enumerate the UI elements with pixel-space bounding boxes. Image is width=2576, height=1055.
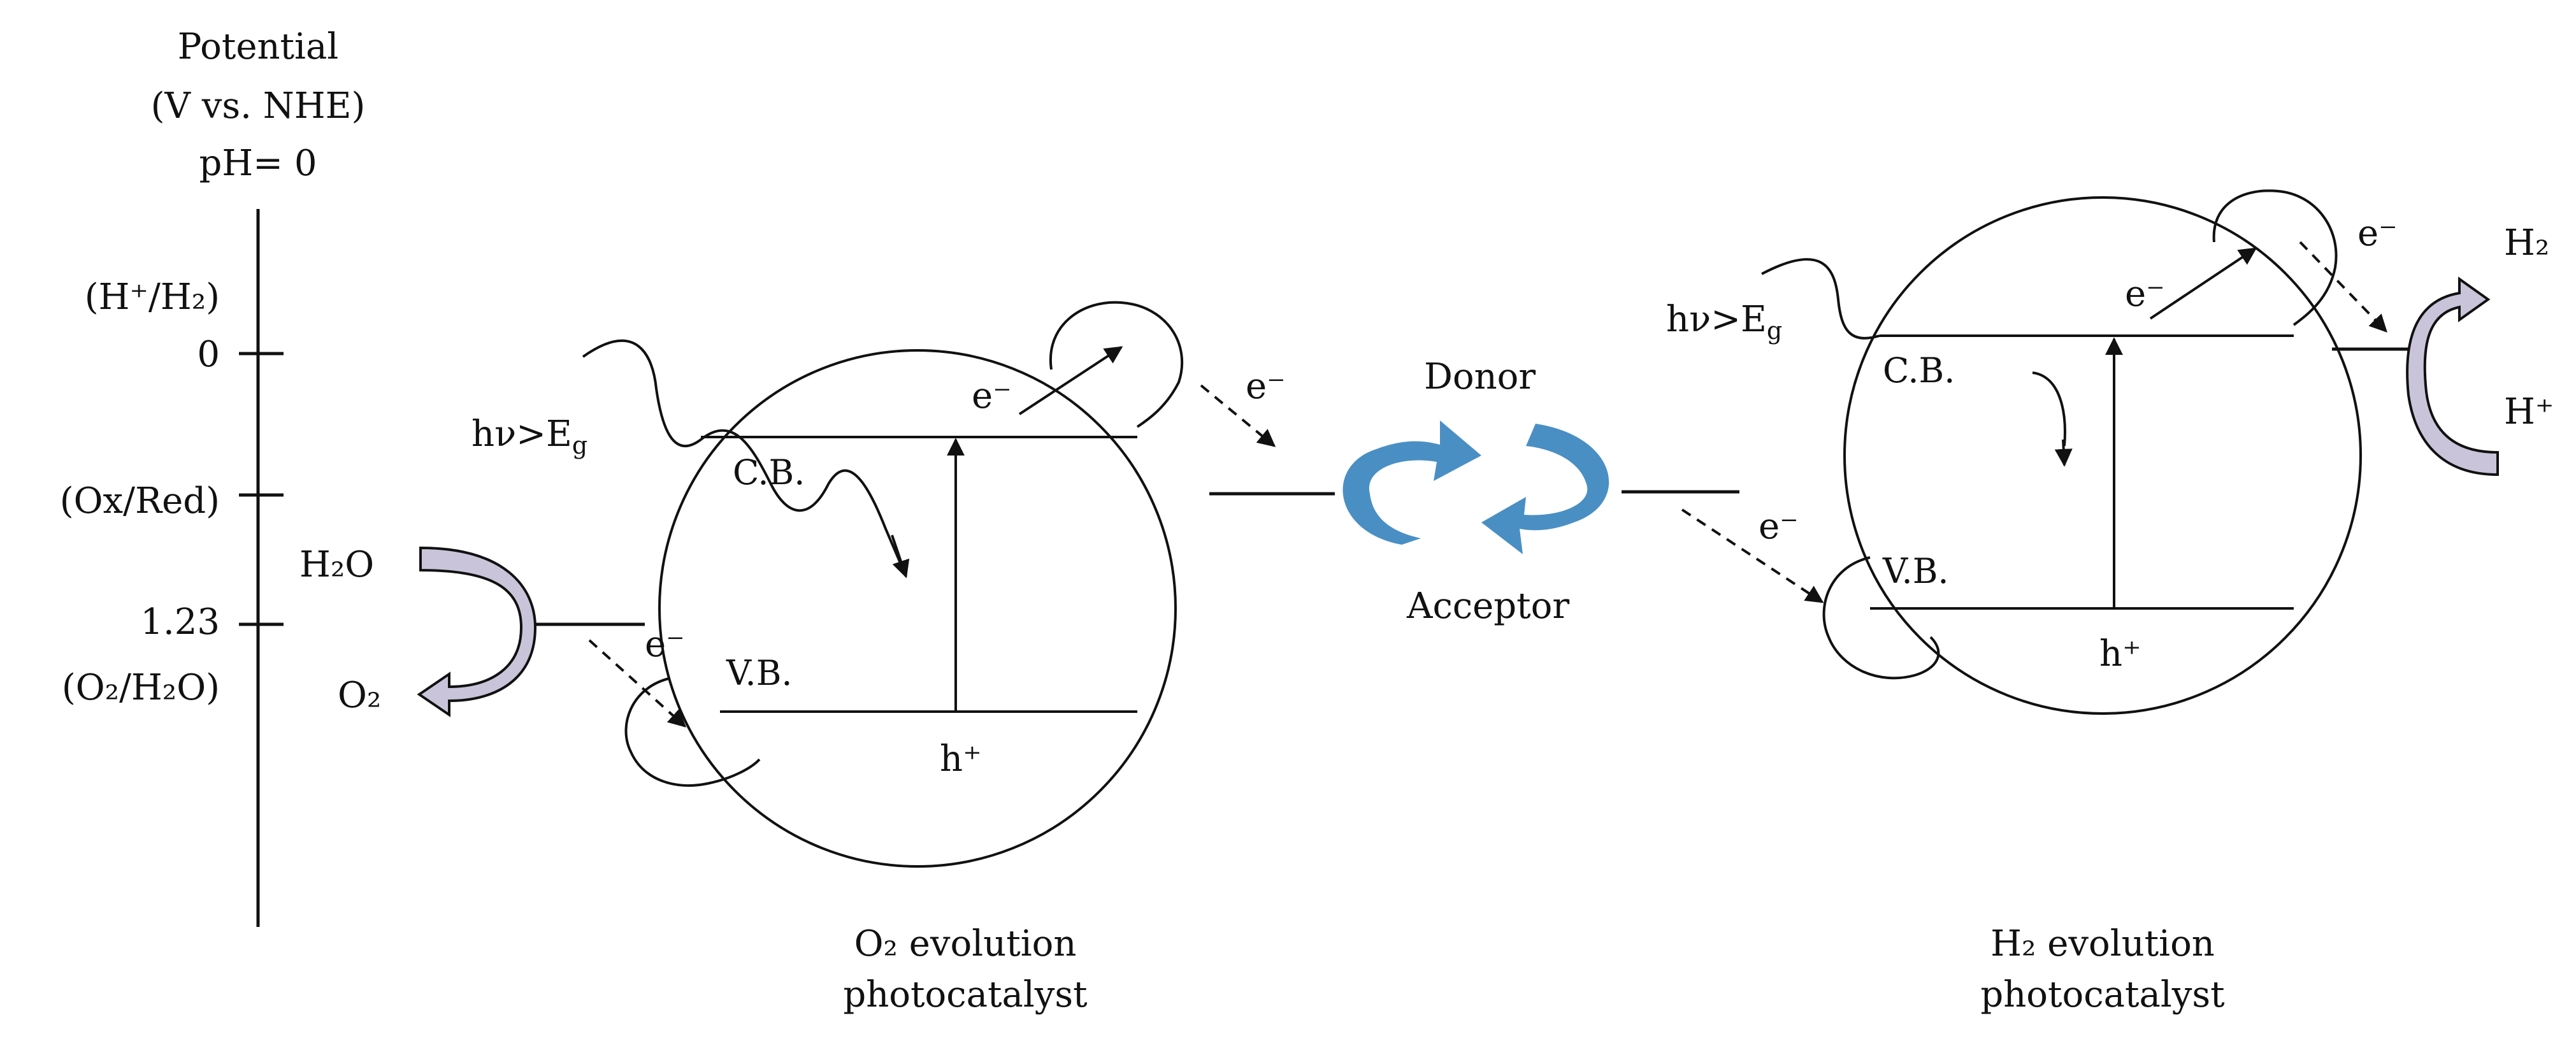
- h-couple-label: (H⁺/H₂): [85, 276, 220, 318]
- potential-axis-ph: pH= 0: [199, 143, 317, 184]
- h2-catalyst-caption-line2: photocatalyst: [1980, 974, 2225, 1016]
- acceptor-cycle-arrow: [1481, 424, 1609, 554]
- o2-catalyst-upper-cocatalyst: [1049, 301, 1184, 428]
- h2-catalyst-caption-line1: H₂ evolution: [1990, 923, 2215, 965]
- potential-axis-title: Potential: [178, 26, 339, 68]
- o2-couple-label: (O₂/H₂O): [62, 667, 220, 708]
- o2-catalyst-caption-line1: O₂ evolution: [854, 923, 1077, 965]
- redox-mediator-cycle: [1342, 420, 1739, 554]
- h2-catalyst-upper-cocatalyst: [2212, 189, 2338, 326]
- h2-catalyst-transfer-electron-label: e⁻: [1759, 506, 1799, 547]
- o2-catalyst: [417, 301, 1335, 868]
- o2-catalyst-hole-label: h⁺: [940, 738, 982, 780]
- donor-label: Donor: [1424, 356, 1536, 398]
- hydrogen-evolution-arrow: [2406, 276, 2499, 477]
- h2-catalyst-electron-to-cocatalyst-arrow: [2149, 247, 2257, 320]
- o2-catalyst-lower-cocatalyst: [624, 677, 761, 787]
- potential-axis: [239, 209, 284, 927]
- o2-catalyst-electron-to-cocatalyst-arrow: [1018, 346, 1123, 415]
- h2-catalyst-hole-label: h⁺: [2099, 633, 2141, 675]
- zero-potential-label: 0: [197, 334, 220, 375]
- o2-catalyst-cb-electron-transfer-arrow: [1200, 384, 1276, 447]
- h2-catalyst-cocatalyst-electron-label: e⁻: [2357, 213, 2398, 254]
- o2-potential-label: 1.23: [140, 601, 220, 643]
- h2-catalyst-relaxation-curve: [2032, 371, 2066, 447]
- donor-cycle-arrow: [1342, 420, 1481, 545]
- o2-catalyst-electron-label: e⁻: [972, 375, 1012, 417]
- h2-catalyst-photon-wave: [1761, 258, 1880, 340]
- o2-catalyst-transfer-electron-label: e⁻: [1246, 366, 1286, 407]
- o2-catalyst-relaxation-arrow: [891, 535, 910, 578]
- o2-catalyst-photon-wave: [582, 340, 906, 574]
- o2-catalyst-cb-label: C.B.: [733, 452, 805, 492]
- o2-catalyst-particle: [658, 349, 1177, 868]
- h2-catalyst: [1681, 189, 2499, 715]
- oxygen-label: O₂: [338, 675, 381, 716]
- o2-catalyst-vb-electron-label: e⁻: [645, 624, 685, 665]
- potential-axis-unit: (V vs. NHE): [151, 85, 366, 127]
- h2-catalyst-particle: [1843, 196, 2362, 715]
- h2-catalyst-vb-label: V.B.: [1882, 551, 1949, 591]
- oxred-label: (Ox/Red): [60, 480, 220, 522]
- h2-catalyst-cb-label: C.B.: [1883, 350, 1955, 391]
- h2-catalyst-acceptor-electron-arrow: [1681, 508, 1824, 603]
- h2-catalyst-cocatalyst-electron-arrow: [2299, 241, 2387, 333]
- water-label: H₂O: [299, 544, 374, 585]
- water-oxidation-arrow: [417, 546, 537, 717]
- proton-label: H⁺: [2504, 391, 2554, 433]
- h2-catalyst-light-label: hν>Eg: [1666, 299, 1782, 345]
- hydrogen-label: H₂: [2504, 222, 2549, 264]
- h2-catalyst-electron-label: e⁻: [2125, 273, 2165, 315]
- o2-catalyst-caption-line2: photocatalyst: [843, 974, 1088, 1016]
- acceptor-label: Acceptor: [1406, 585, 1569, 627]
- o2-catalyst-vb-electron-arrow: [588, 639, 687, 728]
- o2-catalyst-vb-label: V.B.: [726, 653, 793, 693]
- h2-catalyst-lower-cocatalyst: [1822, 556, 1940, 680]
- h2-catalyst-relaxation-arrow: [2054, 439, 2073, 467]
- o2-catalyst-light-label: hν>Eg: [471, 413, 587, 459]
